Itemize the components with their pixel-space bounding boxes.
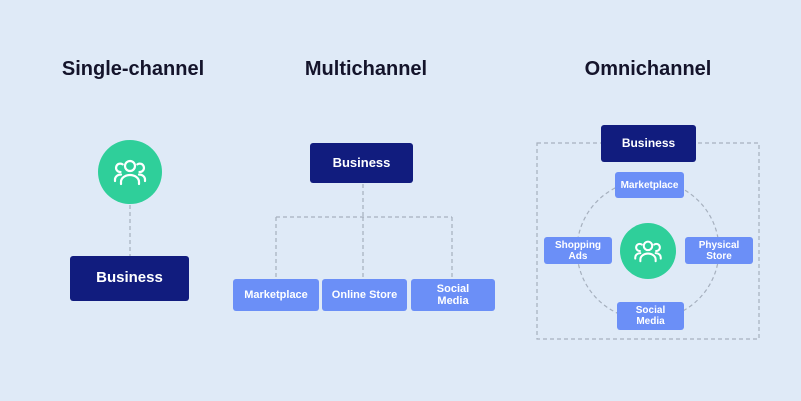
customer-avatar-omni bbox=[620, 223, 676, 279]
business-box-multi: Business bbox=[310, 143, 413, 183]
channel-physical-store-omni: Physical Store bbox=[685, 237, 753, 264]
channel-social-media-omni: Social Media bbox=[617, 302, 684, 330]
channel-social-media-multi: Social Media bbox=[411, 279, 495, 311]
customer-avatar-single bbox=[98, 140, 162, 204]
users-icon bbox=[634, 240, 662, 263]
single-channel-title: Single-channel bbox=[61, 58, 205, 80]
multichannel-title: Multichannel bbox=[304, 58, 428, 80]
omnichannel-title: Omnichannel bbox=[584, 58, 712, 80]
business-box-omni: Business bbox=[601, 125, 696, 162]
channel-online-store-multi: Online Store bbox=[322, 279, 407, 311]
channel-marketplace-multi: Marketplace bbox=[233, 279, 319, 311]
channel-marketplace-omni: Marketplace bbox=[615, 172, 684, 198]
business-box-single: Business bbox=[70, 256, 189, 301]
channel-shopping-ads-omni: Shopping Ads bbox=[544, 237, 612, 264]
users-icon bbox=[113, 159, 147, 186]
